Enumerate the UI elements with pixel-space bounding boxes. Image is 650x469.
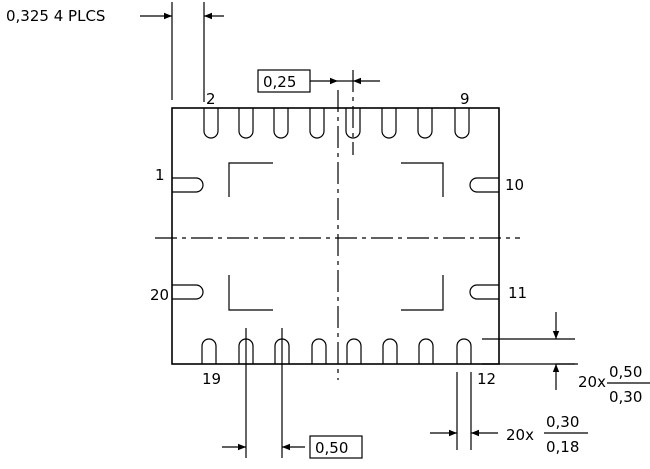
right-pad-11	[469, 284, 499, 300]
pin-label-12: 12	[477, 370, 496, 388]
pitch-callout-dimension: 0,325 4 PLCS	[6, 2, 224, 102]
pin-label-1: 1	[155, 166, 165, 184]
pin-label-20: 20	[150, 286, 169, 304]
pad	[381, 108, 397, 139]
pad	[382, 338, 398, 364]
left-pad-1	[172, 177, 204, 193]
pad	[201, 338, 217, 364]
pad-width-min: 0,18	[546, 438, 579, 456]
pad-width-dimension: 20x 0,30 0,18	[430, 372, 588, 456]
top-pad-row	[203, 108, 470, 139]
pad	[418, 338, 434, 364]
pad	[309, 108, 325, 139]
pad-length-dimension: 20x 0,50 0,30	[482, 312, 650, 406]
pad	[456, 338, 472, 364]
bottom-pad-row	[201, 338, 472, 364]
pad	[203, 108, 219, 139]
pad-length-max: 0,50	[609, 363, 642, 381]
pin-label-2: 2	[206, 90, 216, 108]
pad-width-count: 20x	[506, 426, 534, 444]
pitch-dimension: 0,50	[222, 328, 363, 459]
package-outline	[171, 107, 500, 365]
pitch-label: 0,50	[315, 439, 348, 457]
pad-spacing-label: 0,25	[263, 73, 296, 91]
pin-label-9: 9	[460, 90, 470, 108]
pitch-box	[309, 435, 363, 459]
pad	[345, 108, 361, 139]
pad	[238, 108, 254, 139]
pin-label-10: 10	[505, 176, 524, 194]
pad	[417, 108, 433, 139]
pad	[454, 108, 470, 139]
pad	[273, 108, 289, 139]
left-pad-20	[172, 284, 204, 300]
pad	[346, 338, 362, 364]
pad-width-max: 0,30	[546, 413, 579, 431]
pitch-callout-text: 0,325 4 PLCS	[6, 7, 105, 25]
pin-label-19: 19	[202, 370, 221, 388]
pin-label-11: 11	[508, 284, 527, 302]
exposed-pad-corners	[228, 162, 444, 311]
pad	[311, 338, 327, 364]
pad-length-min: 0,30	[609, 388, 642, 406]
pad-spacing-dimension: 0,25	[257, 69, 380, 93]
pad-length-count: 20x	[578, 373, 606, 391]
right-pad-10	[469, 177, 499, 193]
